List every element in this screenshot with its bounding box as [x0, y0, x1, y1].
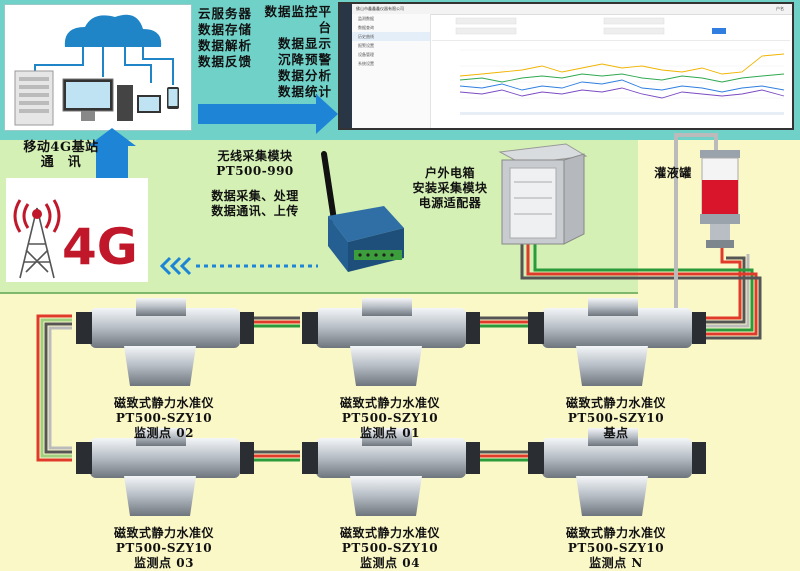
- sensor-point: 监测点 N: [589, 556, 643, 570]
- antenna-icon: [321, 151, 337, 223]
- platform-features-list: 数据监控平台 数据显示 沉降预警 数据分析 数据统计: [262, 4, 332, 100]
- outdoor-box-line: 安装采集模块: [412, 181, 488, 195]
- sensor-label: 磁致式静力水准仪 PT500-SZY10 监测点 01: [310, 396, 470, 441]
- dashboard-sidebar: [340, 4, 352, 128]
- left-loop-green: [40, 318, 72, 458]
- menu-item[interactable]: 系统设置: [358, 61, 374, 66]
- platform-feature-item: 数据显示: [277, 36, 332, 51]
- dashboard-header: 佛山市鑫鑫鑫仪器有限公司 户名: [352, 4, 792, 15]
- base-station-title: 移动4G基站: [23, 140, 99, 155]
- base-station-label: 移动4G基站 通 讯: [6, 140, 116, 170]
- cloud-service-item: 数据解析: [198, 38, 253, 53]
- 4g-base-station: 4G: [6, 178, 148, 282]
- sensor-name: 磁致式静力水准仪: [565, 396, 666, 410]
- dashboard-menu: 监测数据 数据查询 历史曲线 报警设置 设备管理 系统设置: [352, 14, 431, 128]
- cloud-service-item: 数据存储: [198, 22, 253, 37]
- sensor-point: 监测点 03: [134, 556, 194, 570]
- sensor-model: PT500-SZY10: [115, 411, 213, 425]
- wireless-module-model: PT500-990: [216, 164, 294, 178]
- menu-item[interactable]: 设备管理: [358, 52, 374, 57]
- outdoor-cabinet-icon: [498, 143, 588, 245]
- level-gauge-icon: [528, 298, 706, 386]
- cell-tower-icon: 4G: [13, 199, 138, 279]
- wireless-module-title: 无线采集模块: [217, 149, 293, 163]
- sensor-label: 磁致式静力水准仪 PT500-SZY10 监测点 04: [310, 526, 470, 571]
- menu-item[interactable]: 历史曲线: [352, 32, 430, 41]
- cloud-services-list: 云服务器 数据存储 数据解析 数据反馈: [198, 6, 252, 70]
- sensor-point: 监测点 02: [134, 426, 194, 440]
- left-loop-white: [48, 326, 72, 450]
- level-gauge-icon: [302, 428, 480, 516]
- sensor-name: 磁致式静力水准仪: [113, 396, 214, 410]
- dashboard-user[interactable]: 户名: [776, 6, 784, 11]
- wireless-module-device: [321, 151, 404, 272]
- platform-feature-item: 沉降预警: [277, 52, 332, 67]
- menu-item[interactable]: 报警设置: [358, 43, 374, 48]
- sensor-model: PT500-SZY10: [567, 411, 665, 425]
- dashboard-trend-chart: [432, 17, 790, 115]
- platform-feature-item: 数据统计: [277, 84, 332, 99]
- sensor-array: [76, 298, 706, 516]
- data-flow-arrows: [88, 94, 338, 276]
- platform-feature-item: 数据分析: [277, 68, 332, 83]
- arrow-right-icon: [198, 94, 338, 134]
- cloud-service-item: 云服务器: [198, 6, 253, 21]
- sensor-name: 磁致式静力水准仪: [113, 526, 214, 540]
- menu-item[interactable]: 监测数据: [358, 16, 374, 21]
- sensor-model: PT500-SZY10: [567, 541, 665, 555]
- sensor-model: PT500-SZY10: [341, 411, 439, 425]
- sensor-point: 监测点 01: [360, 426, 420, 440]
- sensor-name: 磁致式静力水准仪: [339, 526, 440, 540]
- platform-feature-item: 数据监控平台: [264, 4, 332, 35]
- arrow-up-icon: [88, 128, 136, 178]
- sensor-model: PT500-SZY10: [115, 541, 213, 555]
- level-gauge-icon: [528, 428, 706, 516]
- left-loop-black: [44, 322, 72, 454]
- sensor-label: 磁致式静力水准仪 PT500-SZY10 监测点 02: [84, 396, 244, 441]
- sensor-label: 磁致式静力水准仪 PT500-SZY10 监测点 N: [536, 526, 696, 571]
- sensor-name: 磁致式静力水准仪: [339, 396, 440, 410]
- monitoring-dashboard: 佛山市鑫鑫鑫仪器有限公司 户名 监测数据 数据查询 历史曲线 报警设置 设备管理…: [338, 2, 794, 130]
- base-station-subtitle: 通 讯: [40, 155, 82, 170]
- dashboard-content: [432, 16, 790, 126]
- sensor-label: 磁致式静力水准仪 PT500-SZY10 基点: [536, 396, 696, 441]
- cloud-service-item: 数据反馈: [198, 54, 253, 69]
- wireless-module-desc: 数据通讯、上传: [211, 204, 299, 218]
- cloud-server-illustration: [4, 4, 192, 131]
- sensor-point: 基点: [603, 426, 629, 440]
- 4g-logo-text: 4G: [62, 218, 138, 276]
- tank-label: 灌液罐: [654, 166, 692, 180]
- cloud-icon: [14, 14, 179, 126]
- menu-item[interactable]: 数据查询: [358, 25, 374, 30]
- wireless-module-label: 无线采集模块 PT500-990 数据采集、处理 数据通讯、上传: [200, 149, 310, 219]
- arrow-left-dashed-icon: [159, 256, 318, 276]
- outdoor-box-title: 户外电箱: [424, 166, 475, 180]
- sensor-label: 磁致式静力水准仪 PT500-SZY10 监测点 03: [84, 526, 244, 571]
- left-loop-red: [36, 314, 72, 462]
- outdoor-box-line: 电源适配器: [418, 196, 482, 210]
- sensor-model: PT500-SZY10: [341, 541, 439, 555]
- outdoor-box-label: 户外电箱 安装采集模块 电源适配器: [402, 166, 498, 211]
- liquid-tank-icon: [700, 150, 740, 248]
- dashboard-company: 佛山市鑫鑫鑫仪器有限公司: [356, 6, 404, 11]
- wireless-module-desc: 数据采集、处理: [211, 189, 299, 203]
- sensor-name: 磁致式静力水准仪: [565, 526, 666, 540]
- level-gauge-icon: [76, 298, 254, 386]
- level-gauge-icon: [302, 298, 480, 386]
- level-gauge-icon: [76, 428, 254, 516]
- sensor-point: 监测点 04: [360, 556, 420, 570]
